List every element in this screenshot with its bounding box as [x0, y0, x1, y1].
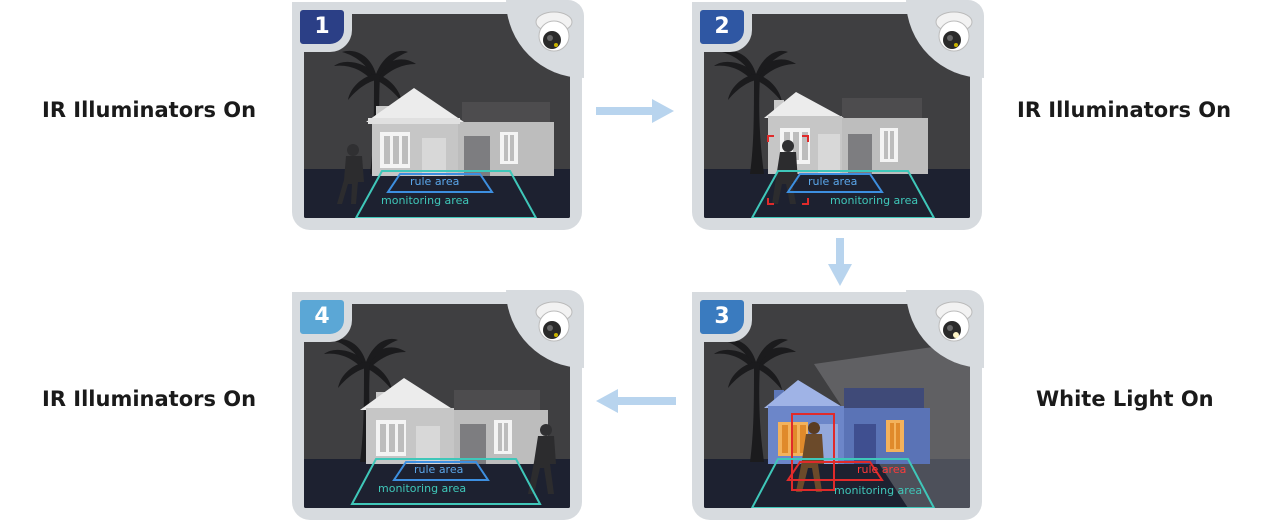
step-3-card: rule area monitoring area 3 — [692, 290, 984, 520]
detection-box — [791, 413, 835, 491]
detection-corners — [767, 135, 809, 205]
house-icon — [360, 378, 548, 464]
monitoring-area-label: monitoring area — [830, 194, 919, 207]
step-2-label: IR Illuminators On — [1017, 98, 1232, 122]
monitoring-area-label: monitoring area — [378, 482, 467, 495]
dome-camera-icon — [935, 11, 973, 52]
rule-area-label: rule area — [414, 463, 464, 476]
monitoring-area-label: monitoring area — [834, 484, 923, 497]
step-1-card: rule area monitoring area 1 — [292, 0, 584, 230]
palm-tree-icon — [714, 338, 796, 462]
step-3-label: White Light On — [1036, 387, 1214, 411]
step-4-label: IR Illuminators On — [42, 387, 257, 411]
step-4-card: rule area monitoring area 4 — [292, 290, 584, 520]
dome-camera-icon — [535, 11, 573, 52]
dome-camera-icon — [935, 301, 973, 342]
step-3-badge: 3 — [700, 300, 744, 334]
step-4-scene: rule area monitoring area — [304, 304, 570, 508]
person-icon — [528, 424, 556, 494]
arrow-down-icon — [828, 238, 852, 286]
step-1-label: IR Illuminators On — [42, 98, 257, 122]
house-icon — [366, 88, 554, 176]
person-icon — [337, 144, 364, 204]
rule-area-label: rule area — [808, 175, 858, 188]
house-icon — [764, 380, 930, 464]
dome-camera-icon — [535, 301, 573, 342]
step-2-badge: 2 — [700, 10, 744, 44]
rule-area-label: rule area — [857, 463, 907, 476]
step-1-badge: 1 — [300, 10, 344, 44]
arrow-left-icon — [596, 389, 676, 413]
palm-tree-icon — [714, 50, 796, 174]
step-3-scene: rule area monitoring area — [704, 304, 970, 508]
rule-area-label: rule area — [410, 175, 460, 188]
step-2-card: rule area monitoring area 2 — [692, 0, 984, 230]
arrow-right-icon — [596, 99, 674, 123]
house-icon — [764, 92, 928, 174]
step-4-badge: 4 — [300, 300, 344, 334]
monitoring-area-label: monitoring area — [381, 194, 470, 207]
